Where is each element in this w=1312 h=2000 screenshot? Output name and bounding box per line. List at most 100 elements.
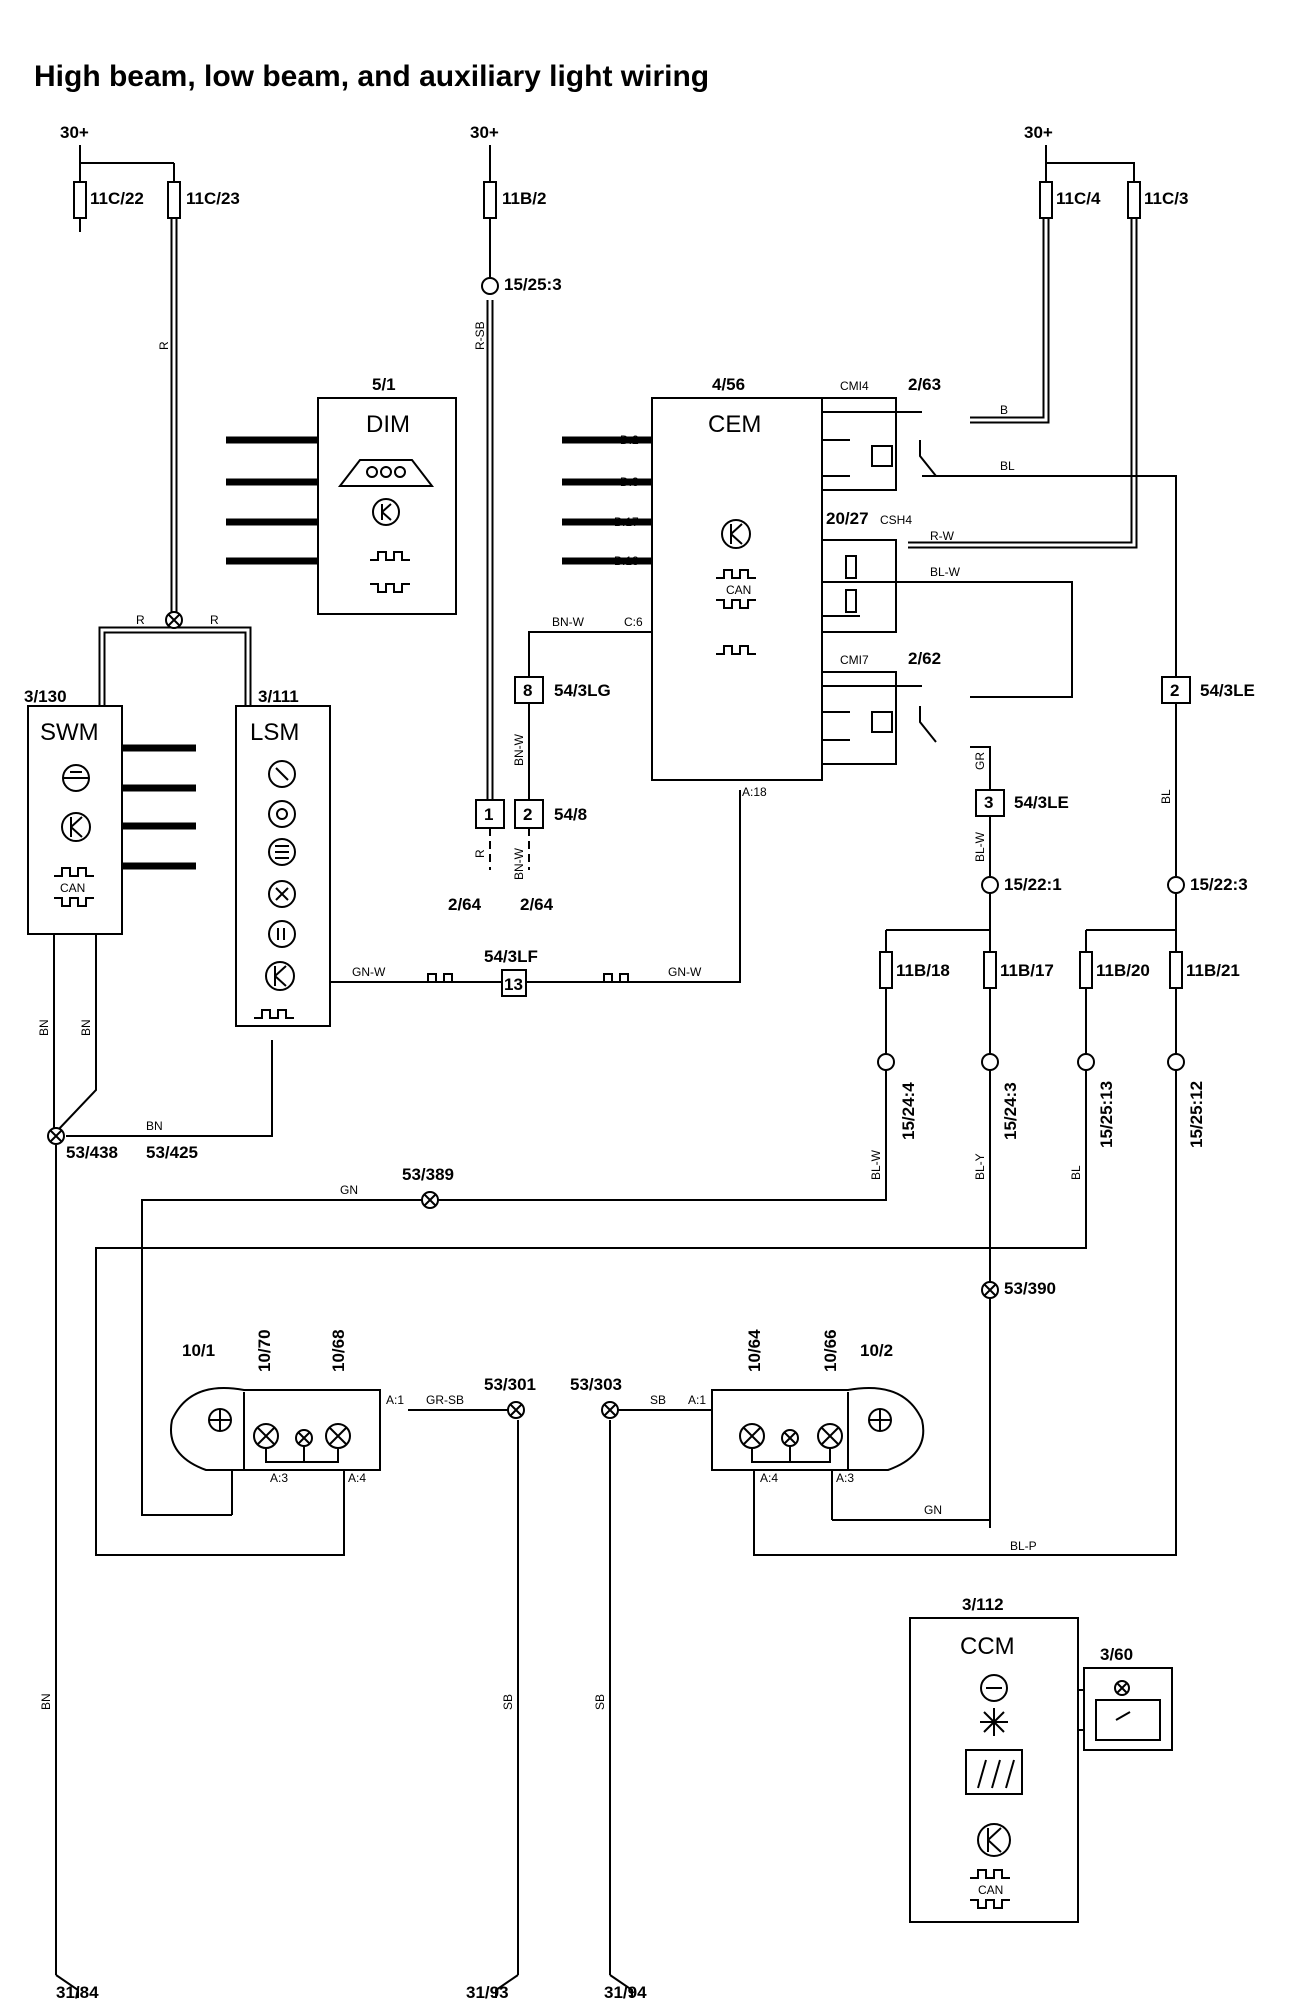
- connector-15244-label: 15/24:4: [899, 1082, 918, 1140]
- ccm-ref-label: 3/112: [962, 1595, 1004, 1614]
- fuses: [73, 181, 1183, 989]
- wires: [53, 145, 1177, 1975]
- connector-543lf-pin: 13: [504, 975, 523, 994]
- cem-can-label: CAN: [726, 583, 751, 597]
- wire-bl3: BL: [1069, 1165, 1083, 1180]
- wire-r2: R: [136, 613, 145, 627]
- k-diagnostic-icon: [61, 519, 1011, 1857]
- splice-53390-label: 53/390: [1004, 1279, 1056, 1298]
- connector-15223-circle: [1167, 876, 1185, 894]
- resistor-b: [845, 589, 857, 613]
- wire-bn4: BN: [39, 1693, 53, 1710]
- splice-53425-label: 53/425: [146, 1143, 198, 1162]
- labels: 30+ 30+ 30+ 11C/22 11C/23 11B/2 11C/4 11…: [24, 123, 1255, 2000]
- ccm-icons: [965, 1674, 1023, 1795]
- lsm-label: LSM: [250, 719, 299, 746]
- lamp-left-pin-a3: A:3: [270, 1471, 288, 1485]
- wire-gn1: GN: [340, 1183, 358, 1197]
- wire-bn-w3: BN-W: [512, 847, 526, 880]
- relay-263-box: [821, 397, 897, 491]
- bulb-1068-icon: [325, 1423, 351, 1449]
- splice-icons: [47, 611, 999, 1419]
- lsm-box: [235, 705, 331, 1027]
- switch-360-icon: [1095, 1680, 1161, 1741]
- cem-pin-d2: D:2: [620, 433, 639, 447]
- fuse-11c22: [73, 181, 87, 219]
- connector-543lf: [501, 969, 527, 997]
- wire-bn1: BN: [37, 1019, 51, 1036]
- connector-543lg: [514, 676, 544, 704]
- wire-r4: R: [473, 849, 487, 858]
- fuse-11c4: [1039, 181, 1053, 219]
- ground-3194-label: 31/94: [604, 1983, 647, 2000]
- connector-543lg-label: 54/3LG: [554, 681, 611, 700]
- supply-label-middle: 30+: [470, 123, 499, 142]
- wire-bl1: BL: [1000, 459, 1015, 473]
- dim-ref-label: 5/1: [372, 375, 396, 394]
- resistor-a: [845, 555, 857, 579]
- turn-signal-left-icon: [208, 1408, 232, 1432]
- connector-15253-circle: [481, 277, 499, 295]
- relay-263-code: CMI4: [840, 379, 869, 393]
- bulb-1064-icon: [739, 1423, 765, 1449]
- connector-152512-label: 15/25:12: [1187, 1081, 1206, 1148]
- swm-can-label: CAN: [60, 881, 85, 895]
- ground-3184-label: 31/84: [56, 1983, 99, 2000]
- bulb-1066-label: 10/66: [821, 1329, 840, 1372]
- lamp-right-label: 10/2: [860, 1341, 893, 1360]
- connector-543le-mid: [975, 789, 1005, 817]
- connector-548-1: [475, 799, 505, 829]
- splice-53389-label: 53/389: [402, 1165, 454, 1184]
- wire-bl-w3: BL-W: [869, 1149, 883, 1180]
- fuse-label-11b17: 11B/17: [1000, 961, 1054, 980]
- wire-bl-w2: BL-W: [973, 831, 987, 862]
- ccm-can-label: CAN: [978, 1883, 1003, 1897]
- cem-pin-b18: B:18: [614, 554, 639, 568]
- bulb-1070-label: 10/70: [255, 1329, 274, 1372]
- ccm-label: CCM: [960, 1633, 1015, 1660]
- bulb-1070-icon: [253, 1423, 279, 1449]
- lamp-right-housing: [711, 1387, 925, 1471]
- connector-548-pin2: 2: [523, 805, 532, 824]
- wire-bn2: BN: [79, 1019, 93, 1036]
- bulb-aux-left-icon: [295, 1429, 313, 1447]
- fuse-label-11b2: 11B/2: [502, 189, 546, 208]
- splice-53303-label: 53/303: [570, 1375, 622, 1394]
- fuse-label-11c4: 11C/4: [1056, 189, 1101, 208]
- relay-263-label: 2/63: [908, 375, 941, 394]
- turn-signal-right-icon: [868, 1408, 892, 1432]
- connector-15243-label: 15/24:3: [1001, 1082, 1020, 1140]
- wire-gn-w1: GN-W: [352, 965, 386, 979]
- connector-15244-circle: [877, 1053, 895, 1071]
- fuse-11c23: [167, 181, 181, 219]
- switch-360-label: 3/60: [1100, 1645, 1133, 1664]
- connector-548-label: 54/8: [554, 805, 587, 824]
- dim-box: [317, 397, 457, 615]
- wire-r-sb: R-SB: [473, 321, 487, 350]
- bulb-1066-icon: [817, 1423, 843, 1449]
- connector-15221-label: 15/22:1: [1004, 875, 1062, 894]
- wire-bn-w1: BN-W: [552, 615, 585, 629]
- resistor-2027-box: [821, 539, 897, 633]
- fuse-label-11b20: 11B/20: [1096, 961, 1150, 980]
- connector-15223-label: 15/22:3: [1190, 875, 1248, 894]
- connector-152513-label: 15/25:13: [1097, 1081, 1116, 1148]
- wire-bl2: BL: [1159, 789, 1173, 804]
- module-icons: [54, 459, 1161, 1909]
- fuse-label-11c23: 11C/23: [186, 189, 240, 208]
- connector-543le-right-label: 54/3LE: [1200, 681, 1255, 700]
- resistor-2027-code: CSH4: [880, 513, 912, 527]
- dim-label: DIM: [366, 411, 410, 438]
- wire-gn-w2: GN-W: [668, 965, 702, 979]
- diagram-title: High beam, low beam, and auxiliary light…: [34, 60, 710, 93]
- cem-box: [651, 397, 823, 781]
- wire-sb1: SB: [650, 1393, 666, 1407]
- relay-263-coil: [871, 445, 893, 467]
- relay-262-coil: [871, 711, 893, 733]
- swm-box: [27, 705, 123, 935]
- wire-r-w: R-W: [930, 529, 955, 543]
- fuse-11b17: [983, 951, 997, 989]
- fuse-label-11b18: 11B/18: [896, 961, 950, 980]
- cem-pin-d3: D:3: [620, 475, 639, 489]
- instrument-cluster-icon: [337, 459, 435, 526]
